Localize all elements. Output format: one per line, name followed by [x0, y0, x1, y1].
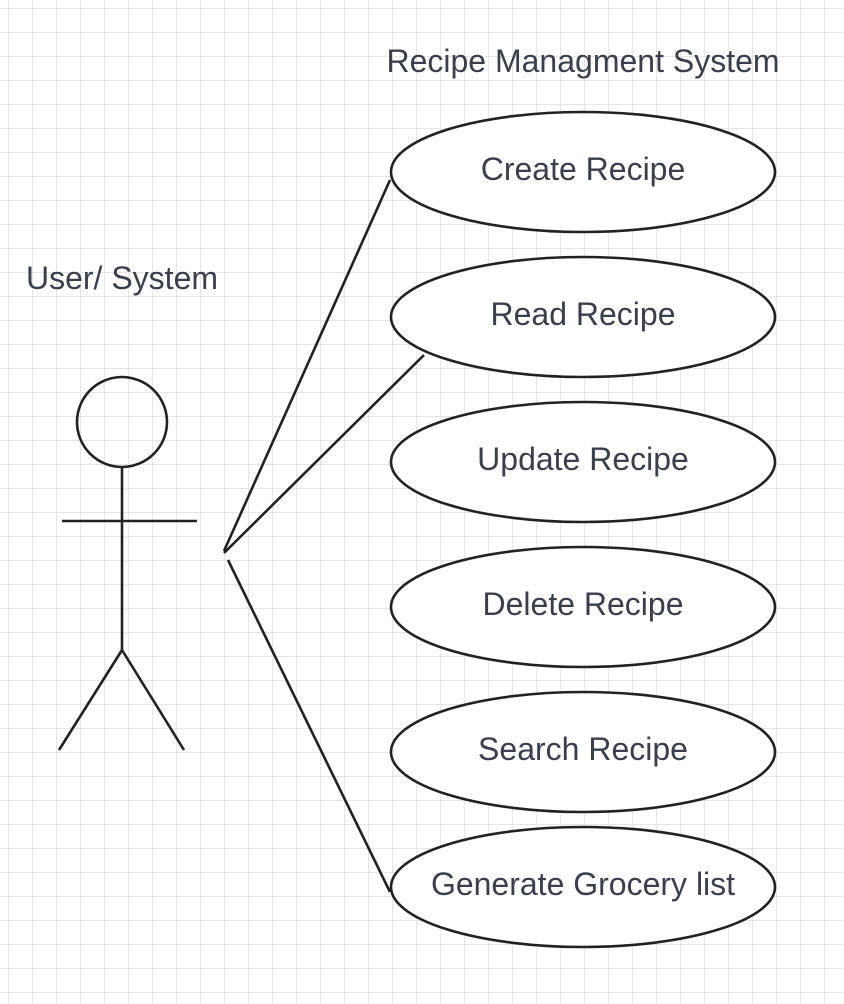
association-generate-grocery-list: [226, 559, 392, 893]
association-read-recipe: [223, 354, 425, 554]
actor-left-leg: [57, 649, 124, 751]
use-case-search-recipe[interactable]: Search Recipe: [389, 690, 777, 814]
use-case-label: Update Recipe: [477, 441, 689, 477]
actor-stick-figure: [57, 375, 197, 751]
system-title: Recipe Managment System: [386, 43, 779, 79]
use-case-update-recipe[interactable]: Update Recipe: [389, 400, 777, 524]
use-case-label: Generate Grocery list: [431, 866, 735, 902]
actor-right-leg: [120, 649, 186, 751]
use-case-ellipse: [389, 110, 777, 234]
actor-head: [75, 375, 169, 469]
use-case-label: Create Recipe: [481, 151, 686, 187]
association-create-recipe: [222, 179, 392, 552]
use-case-ellipse: [389, 825, 777, 949]
use-case-label: Read Recipe: [491, 296, 676, 332]
use-case-ellipse: [389, 690, 777, 814]
use-case-delete-recipe[interactable]: Delete Recipe: [389, 545, 777, 669]
actor-label: User/ System: [26, 260, 218, 296]
use-case-label: Search Recipe: [478, 731, 688, 767]
use-case-label: Delete Recipe: [483, 586, 684, 622]
use-case-generate-grocery-list[interactable]: Generate Grocery list: [389, 825, 777, 949]
associations: [222, 179, 425, 893]
use-case-read-recipe[interactable]: Read Recipe: [389, 255, 777, 379]
use-case-create-recipe[interactable]: Create Recipe: [389, 110, 777, 234]
use-case-ellipse: [389, 400, 777, 524]
use-case-ellipse: [389, 545, 777, 669]
use-case-ellipse: [389, 255, 777, 379]
